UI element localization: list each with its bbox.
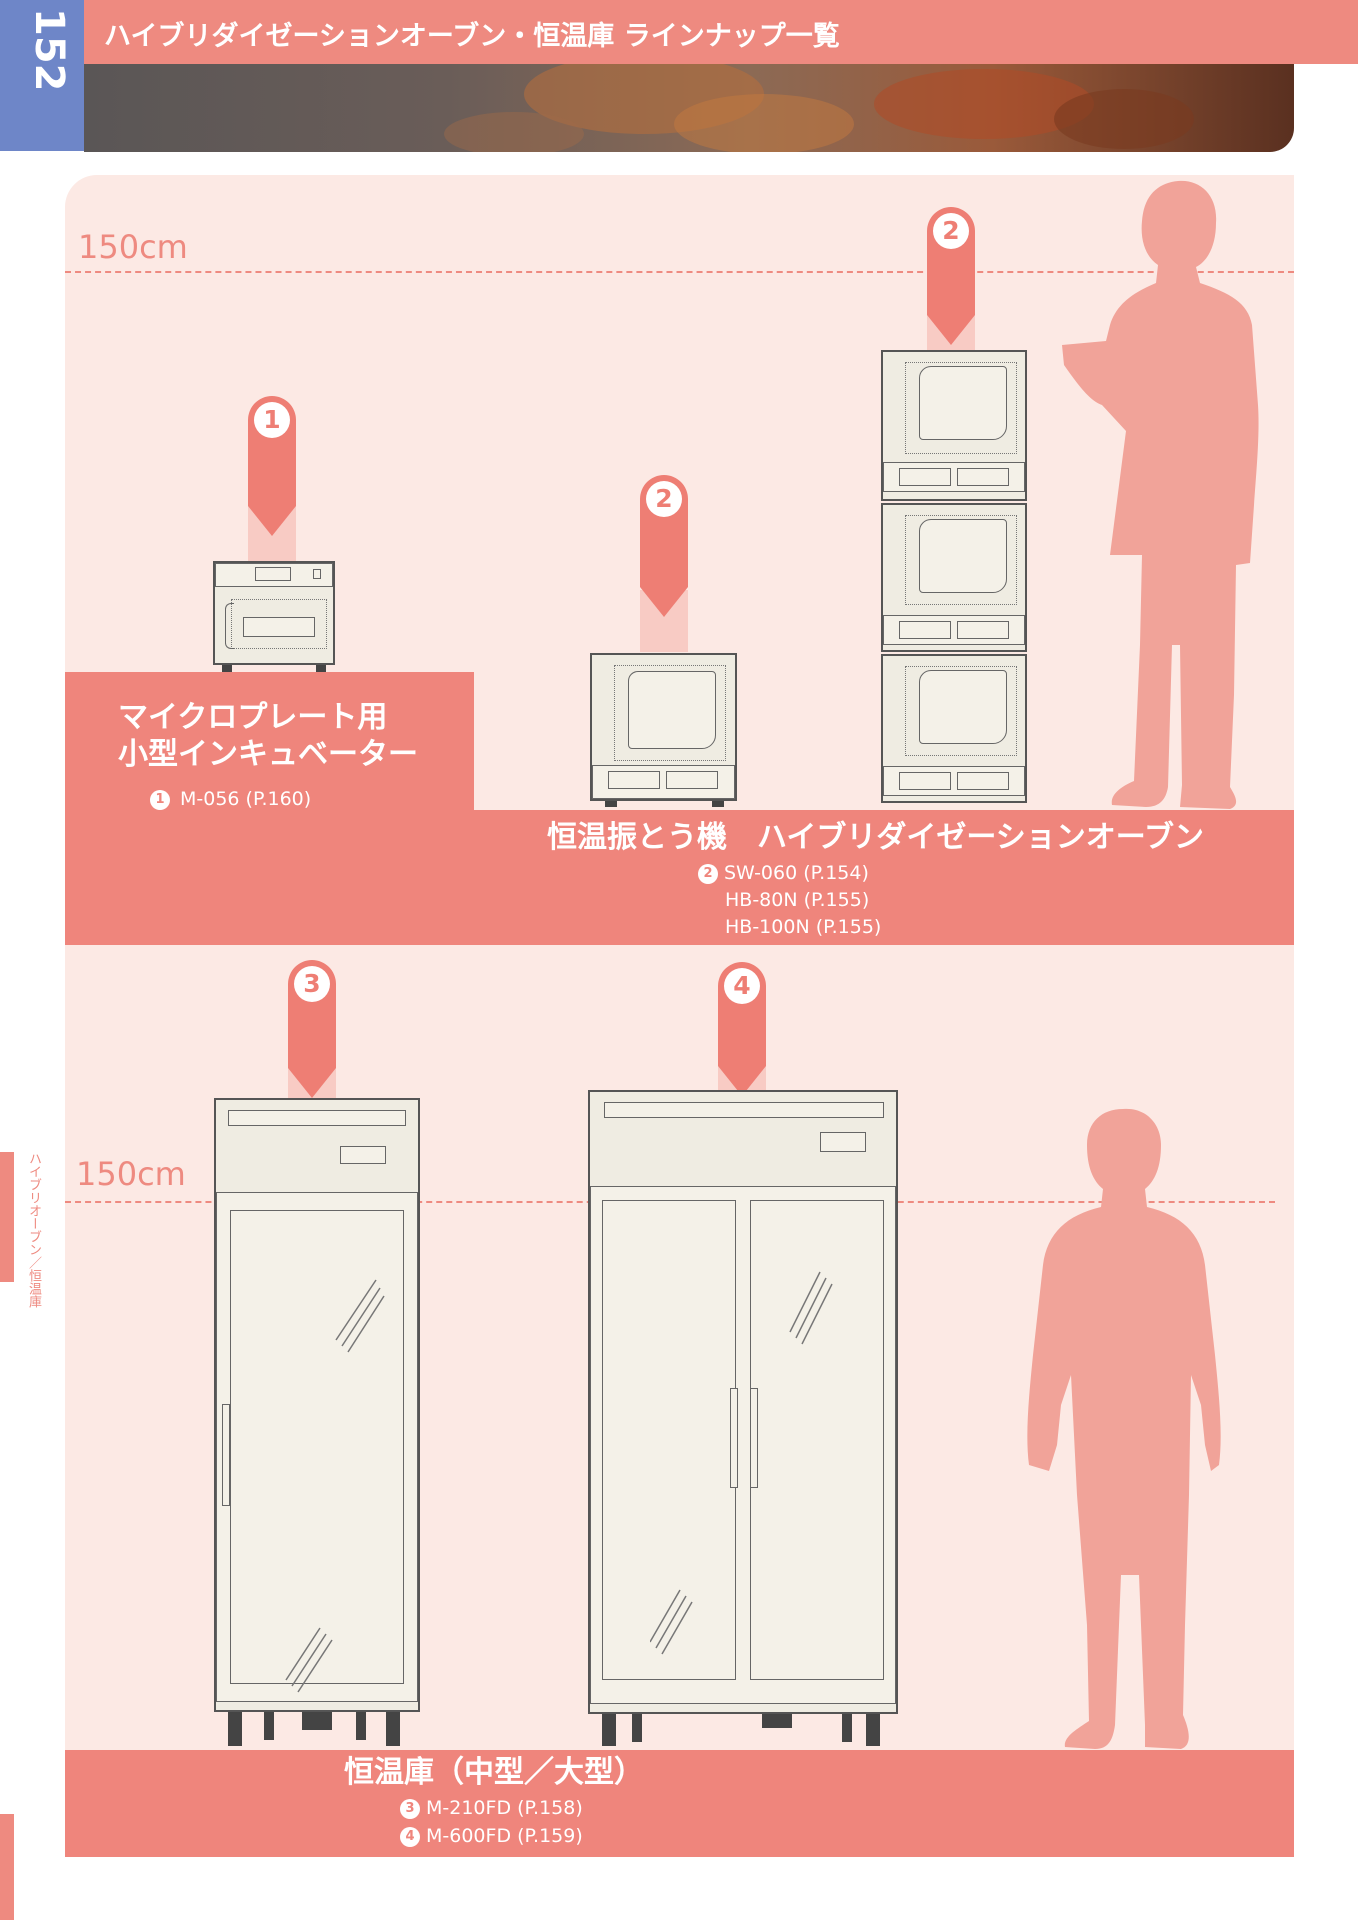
oven-hb100n-upper xyxy=(881,350,1027,501)
foot xyxy=(222,665,232,673)
caster xyxy=(866,1714,880,1746)
caster xyxy=(228,1712,242,1746)
foot xyxy=(712,801,724,807)
foot xyxy=(605,801,617,807)
item-badge: 2 xyxy=(698,863,718,884)
header-banner-image xyxy=(84,64,1294,152)
marker-badge-2b: 2 xyxy=(933,213,969,249)
foot xyxy=(842,1714,852,1742)
person-silhouette-bottom xyxy=(1027,1108,1221,1749)
section2-band xyxy=(65,810,1294,945)
item-badge: 3 xyxy=(400,1798,420,1819)
section2-item-2: HB-80N (P.155) xyxy=(725,889,870,911)
section2-item-3: HB-100N (P.155) xyxy=(725,916,882,938)
section1-band xyxy=(65,672,474,810)
section1-title-line2: 小型インキュベーター xyxy=(118,737,418,772)
page-number-tab xyxy=(0,0,84,151)
height-label-bottom: 150cm xyxy=(76,1155,186,1193)
caster xyxy=(602,1714,616,1746)
glass-reflection xyxy=(650,1271,833,1655)
header-bar xyxy=(84,0,1358,64)
shaker-sw060 xyxy=(590,653,737,801)
glass-reflection xyxy=(285,1279,385,1693)
side-label: ハイブリオーブン／恒温庫 xyxy=(26,1152,41,1308)
item-badge: 4 xyxy=(400,1826,420,1847)
section1-title-line1: マイクロプレート用 xyxy=(118,700,388,735)
item-badge: 1 xyxy=(150,789,170,810)
oven-hb80n-middle xyxy=(881,503,1027,652)
oven-hb80n-lower xyxy=(881,654,1027,803)
marker-tip-2a xyxy=(640,587,688,617)
foot xyxy=(316,665,326,673)
flower-image xyxy=(444,64,1194,152)
foot xyxy=(632,1714,642,1742)
incubator-m056 xyxy=(213,561,335,665)
marker-badge-3: 3 xyxy=(294,966,330,1002)
section3-band xyxy=(65,1750,1294,1857)
drain xyxy=(762,1714,792,1728)
marker-badge-4: 4 xyxy=(724,968,760,1004)
side-tab xyxy=(0,1152,14,1282)
side-tab-bottom xyxy=(0,1814,14,1920)
incubator-m600fd xyxy=(588,1090,898,1714)
foot xyxy=(356,1712,366,1740)
section3-title: 恒温庫（中型／大型） xyxy=(344,1755,644,1790)
incubator-m210fd xyxy=(214,1098,420,1712)
drain xyxy=(302,1712,332,1730)
page-title: ハイブリダイゼーションオーブン・恒温庫 ラインナップ一覧 xyxy=(104,21,840,52)
height-line-top xyxy=(65,271,1294,273)
section2-title: 恒温振とう機 ハイブリダイゼーションオーブン xyxy=(547,820,1204,855)
person-silhouette-top xyxy=(1062,180,1259,810)
marker-tip-1 xyxy=(248,506,296,536)
caster xyxy=(386,1712,400,1746)
foot xyxy=(264,1712,274,1740)
page-number: 152 xyxy=(26,8,72,92)
marker-tip-3 xyxy=(288,1068,336,1098)
height-label-top: 150cm xyxy=(78,228,188,266)
marker-badge-2a: 2 xyxy=(646,481,682,517)
marker-badge-1: 1 xyxy=(254,402,290,438)
marker-tip-2b xyxy=(927,315,975,345)
